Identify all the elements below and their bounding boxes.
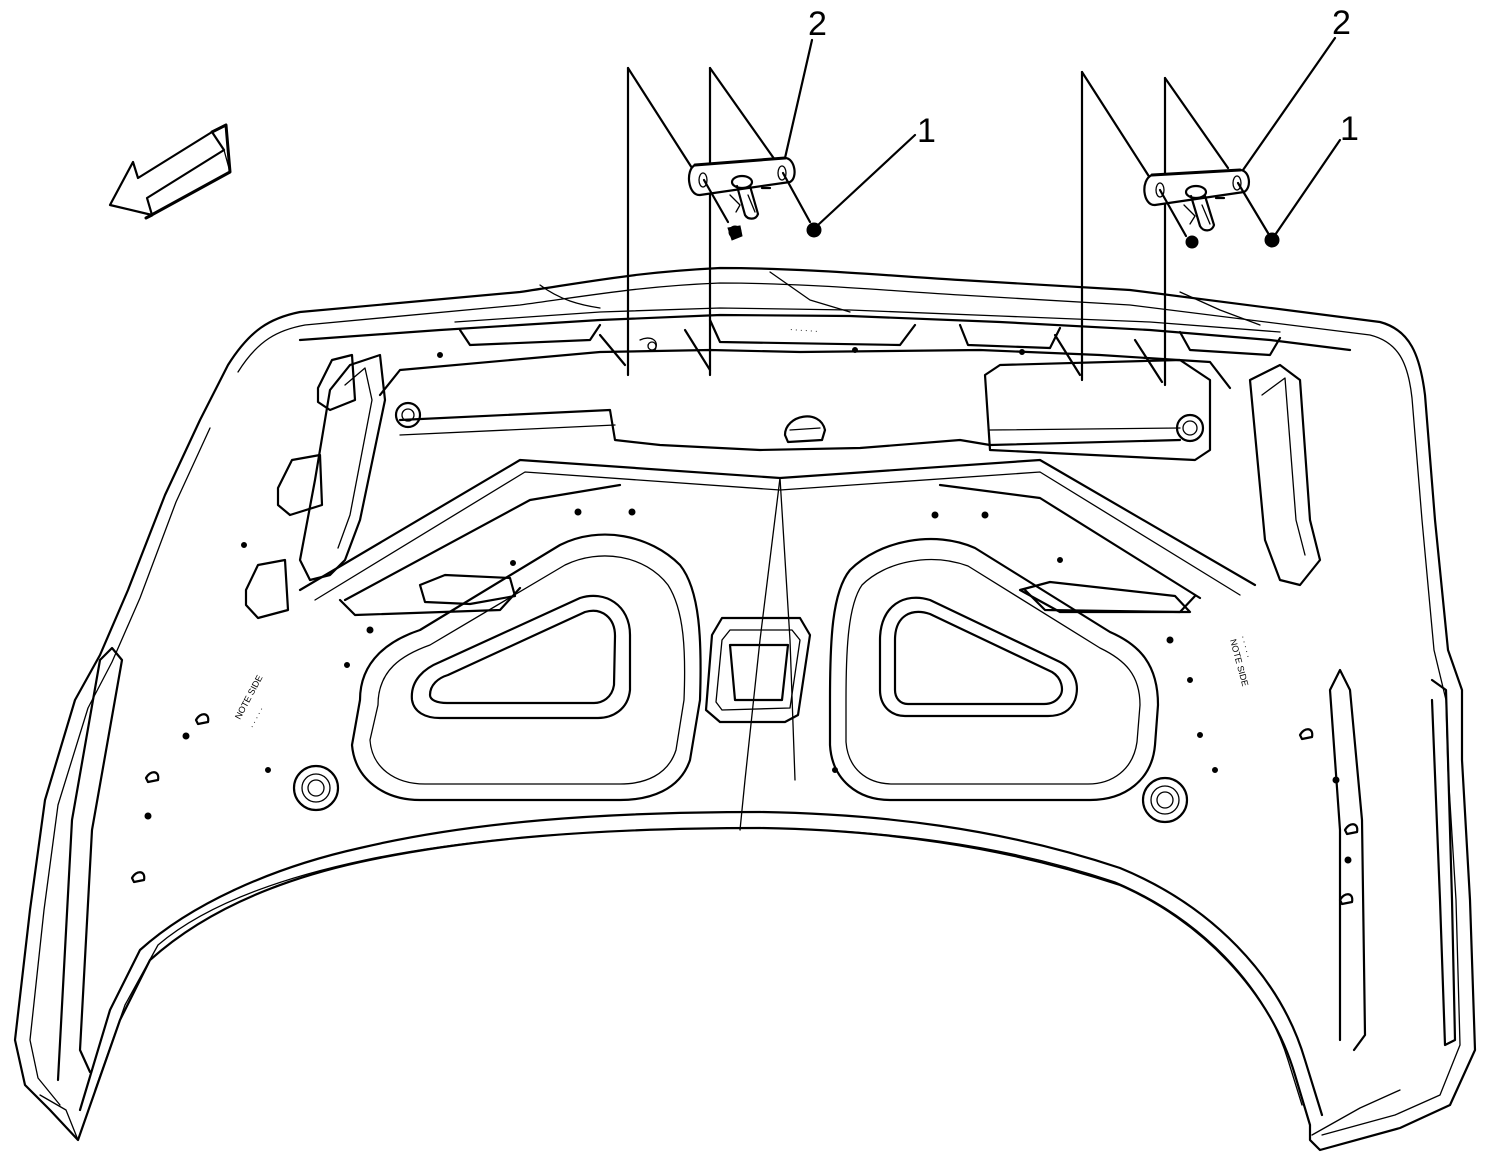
alignment-lines [626, 66, 1230, 387]
leader-lines [783, 36, 1342, 237]
front-direction-arrow-icon [108, 123, 232, 220]
callout-left-bracket: 2 [808, 5, 827, 43]
right-bolt-outer [1264, 232, 1280, 248]
left-bolt-outer [806, 222, 822, 238]
callout-right-bolt: 1 [1340, 110, 1359, 148]
hinge-tabs [598, 328, 1164, 384]
svg-text:. . . . . .: . . . . . . [790, 322, 818, 334]
trunk-lid-outer-shell [13, 266, 1477, 1152]
left-triangular-panel [350, 533, 702, 802]
right-bumper-bracket [1143, 168, 1270, 238]
left-bolt-inner [727, 225, 743, 241]
inner-crossmember [244, 348, 1322, 620]
right-bolt-inner [1185, 235, 1199, 249]
callout-right-bracket: 2 [1332, 4, 1351, 42]
inner-braces [298, 458, 1257, 831]
left-bumper-bracket [687, 156, 812, 224]
right-triangular-panel [828, 537, 1160, 802]
center-latch-recess [704, 616, 812, 724]
lower-grommets [292, 764, 1189, 824]
callout-left-bolt: 1 [917, 112, 936, 150]
trunk-lid-upper-frame: . . . . . . [298, 271, 1352, 357]
